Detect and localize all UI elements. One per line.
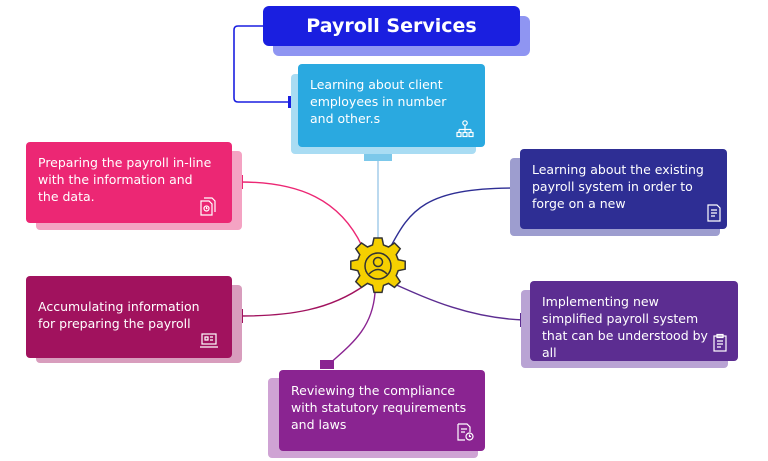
step-3-box: Implementing new simplified payroll syst…	[530, 281, 738, 361]
org-chart-icon	[456, 120, 474, 138]
step-6-text: Preparing the payroll in-line with the i…	[38, 155, 212, 204]
clipboard-icon	[713, 333, 727, 352]
step-5-text: Accumulating information for preparing t…	[38, 299, 200, 331]
step-1-text: Learning about client employees in numbe…	[310, 77, 447, 126]
gear-person-icon	[350, 237, 406, 294]
documents-icon	[200, 197, 216, 216]
laptop-icon	[200, 333, 218, 348]
step-2-box: Learning about the existing payroll syst…	[520, 149, 727, 229]
diagram-title: Payroll Services Process	[263, 6, 520, 77]
document-icon	[707, 204, 721, 222]
step-5-box: Accumulating information for preparing t…	[26, 276, 232, 358]
document-clock-icon	[457, 423, 474, 441]
step-1-box: Learning about client employees in numbe…	[298, 64, 485, 147]
step-6-box: Preparing the payroll in-line with the i…	[26, 142, 232, 223]
step-4-text: Reviewing the compliance with statutory …	[291, 383, 467, 432]
step-4-box: Reviewing the compliance with statutory …	[279, 370, 485, 451]
step-3-text: Implementing new simplified payroll syst…	[542, 294, 708, 360]
step-2-text: Learning about the existing payroll syst…	[532, 162, 704, 211]
